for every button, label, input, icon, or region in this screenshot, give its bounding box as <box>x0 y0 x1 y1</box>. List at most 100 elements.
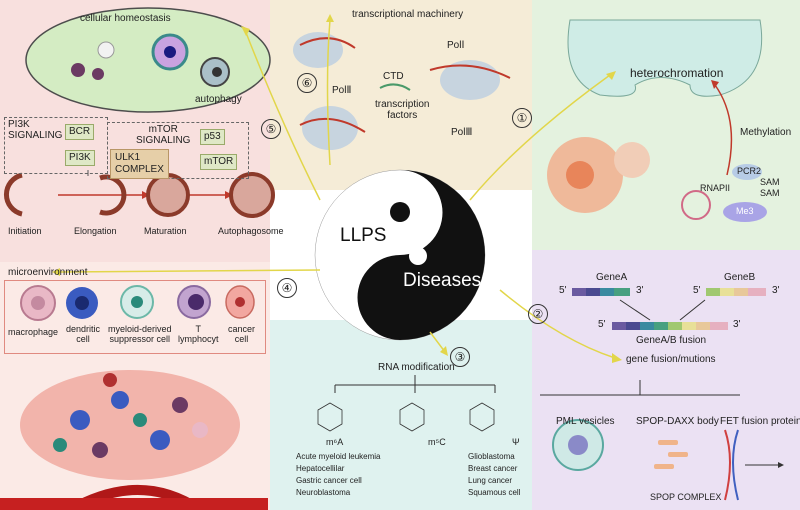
rna-modification-label: RNA modification <box>378 362 455 373</box>
pol2-label: PolⅡ <box>332 85 352 96</box>
fusion-bar <box>612 322 728 330</box>
cell-ellipse <box>25 7 271 113</box>
tumor-cluster-icon <box>20 370 240 480</box>
gene-a-3prime: 3' <box>636 285 644 296</box>
panel-rna-modification <box>270 320 532 510</box>
fet-fusion-label: FET fusion proteins <box>720 416 800 427</box>
organelle-icon <box>97 41 115 59</box>
rna-disease-left-3: Gastric cancer cell <box>296 476 362 485</box>
m6a-label: m⁶A <box>326 437 344 447</box>
pcr2-label: PCR2 <box>737 166 762 176</box>
pol-complex <box>293 32 343 68</box>
rna-disease-right-1: Glioblastoma <box>468 452 515 461</box>
cancer-cell-label: cancer cell <box>228 324 256 344</box>
center-diseases: Diseases <box>403 270 482 291</box>
center-llps: LLPS <box>340 225 387 246</box>
gene-b-5prime: 5' <box>693 285 701 296</box>
sam-label-2: SAM <box>760 188 780 198</box>
dendritic-cell-label: dendritic cell <box>66 324 101 344</box>
transcriptional-machinery-label: transcriptional machinery <box>352 9 464 20</box>
number-4: ④ <box>277 278 297 298</box>
microenvironment-label: microenvironment <box>8 267 88 278</box>
pol1-complex <box>440 60 500 100</box>
rna-disease-left-1: Acute myeloid leukemia <box>296 452 381 461</box>
m5c-label: m⁵C <box>428 437 446 447</box>
spop-daxx-icon <box>654 440 688 469</box>
rna-disease-right-3: Lung cancer <box>468 476 513 485</box>
gene-b-bar <box>706 288 766 296</box>
pol3-label: PolⅢ <box>451 127 473 138</box>
pi3k-signaling-title: PI3K SIGNALING <box>8 119 63 141</box>
number-2: ② <box>528 304 548 324</box>
pml-vesicles-label: PML vesicles <box>556 416 615 427</box>
number-1: ① <box>512 108 532 128</box>
number-5: ⑤ <box>261 119 281 139</box>
autophagosome-stage-icon <box>229 172 275 218</box>
spop-daxx-label: SPOP-DAXX body <box>636 416 719 427</box>
stage-elongation: Elongation <box>74 226 117 236</box>
cell-icon <box>71 63 85 77</box>
bcr-box: BCR <box>65 124 95 140</box>
me3-label: Me3 <box>736 206 754 216</box>
number-3: ③ <box>450 347 470 367</box>
psi-label: Ψ <box>512 437 520 447</box>
stage-maturation: Maturation <box>144 226 187 236</box>
transcription-factors-label: transcription factors <box>375 99 430 121</box>
pi3k-box: PI3K <box>65 150 95 166</box>
chromatin-icon <box>681 190 711 220</box>
ctd-label: CTD <box>383 71 404 82</box>
stage-initiation: Initiation <box>8 226 42 236</box>
geneb-label: GeneB <box>724 272 756 283</box>
methylation-label: Methylation <box>740 127 792 138</box>
m6a-molecule <box>317 402 343 432</box>
gene-a-5prime: 5' <box>559 285 567 296</box>
cell-icon <box>92 68 104 80</box>
arrow-to-rna-modification <box>429 331 446 353</box>
elongation-icon <box>99 174 127 216</box>
arrow-to-transcription <box>326 19 331 166</box>
rna-disease-left-2: Hepatocellilar <box>296 464 345 473</box>
p53-box: p53 <box>200 129 225 145</box>
initiation-icon <box>4 172 23 217</box>
gene-a-bar <box>572 288 630 296</box>
arrow-to-heterochromation <box>469 74 611 201</box>
rna-disease-left-4: Neuroblastoma <box>296 488 351 497</box>
fusion-3prime: 3' <box>733 319 741 330</box>
autophagy-label: autophagy <box>195 94 242 105</box>
rnapii-label: RNAPII <box>700 183 731 193</box>
mtor-box: mTOR <box>200 154 238 170</box>
t-lymphocyte-label: T lymphocyt <box>178 324 219 344</box>
fusion-label: GeneA/B fusion <box>636 335 707 346</box>
mtor-signaling-box <box>107 122 249 179</box>
gene-b-3prime: 3' <box>772 285 780 296</box>
number-6: ⑥ <box>297 73 317 93</box>
stage-autophagosome: Autophagosome <box>218 226 284 236</box>
sam-label-1: SAM <box>760 177 780 187</box>
arrow-to-gene-fusion <box>499 289 616 359</box>
macrophage-label: macrophage <box>8 327 59 337</box>
pol1-label: PolⅠ <box>447 40 465 51</box>
spop-complex-label: SPOP COMPLEX <box>650 492 722 502</box>
fet-dna-icon <box>724 429 731 501</box>
mtor-signaling-title: mTOR SIGNALING <box>136 124 191 146</box>
arrow-to-homeostasis <box>244 29 321 201</box>
rna-disease-right-4: Squamous cell <box>468 488 521 497</box>
gene-fusion-label: gene fusion/mutions <box>626 354 716 365</box>
microenvironment-frame <box>4 280 266 354</box>
genea-label: GeneA <box>596 272 628 283</box>
pol2-complex <box>302 106 358 150</box>
psi-molecule <box>469 402 495 432</box>
nucleus-blob <box>567 19 763 97</box>
maturation-icon <box>146 173 190 217</box>
mdsc-label: myeloid-derived suppressor cell <box>108 324 172 344</box>
me3-icon <box>723 202 767 222</box>
fusion-5prime: 5' <box>598 319 606 330</box>
cellular-homeostasis-label: cellular homeostasis <box>80 13 171 24</box>
rna-disease-right-2: Breast cancer <box>468 464 518 473</box>
m5c-molecule <box>399 402 425 432</box>
arrow-to-microenvironment <box>59 269 321 273</box>
vessel-base <box>0 498 268 510</box>
yin-yang-symbol <box>314 169 486 341</box>
